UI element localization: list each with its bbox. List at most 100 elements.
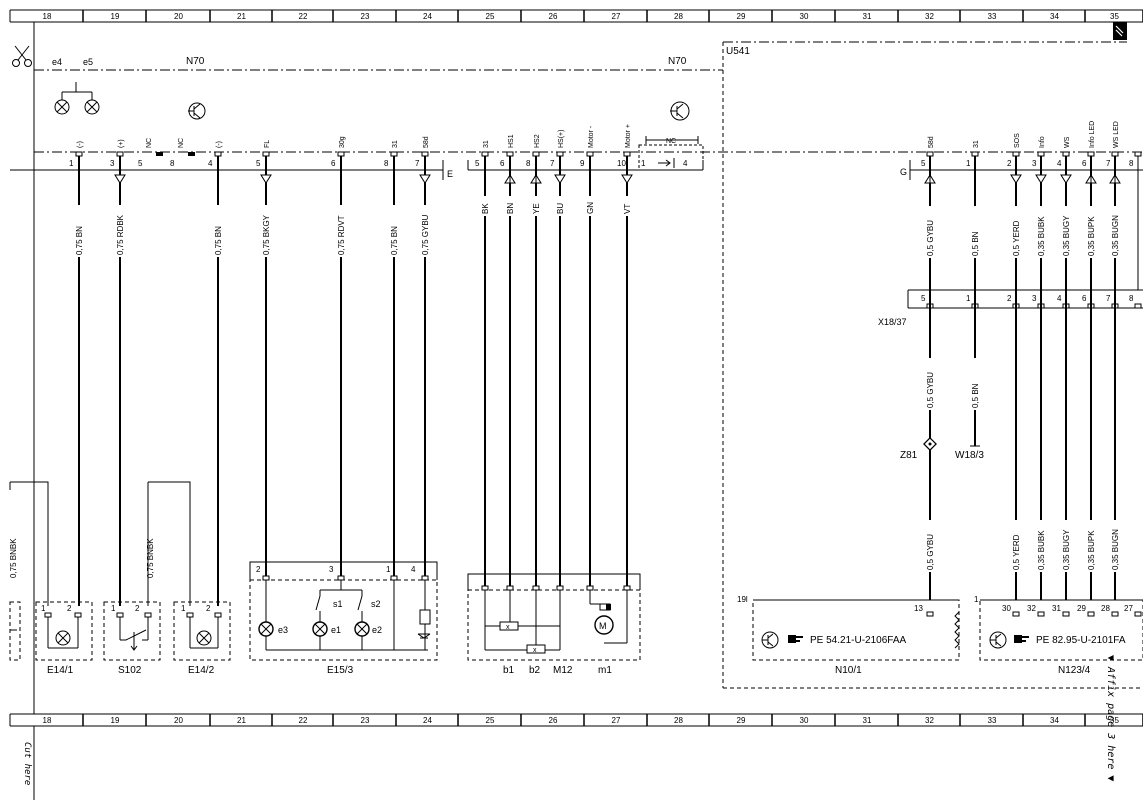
wire-label-background: [1035, 520, 1047, 572]
lamp-e3-label: e3: [278, 625, 288, 635]
component-e142-label: E14/2: [188, 665, 215, 676]
module-u541-label: U541: [726, 46, 750, 57]
wire-label: BK: [481, 203, 490, 214]
pin-terminal: [75, 151, 83, 157]
s102-pin-1: 1: [111, 604, 116, 613]
grid-column-number: 23: [361, 12, 370, 21]
x1837-pin-number: 2: [1007, 294, 1012, 303]
connector-e-signal: 30g: [339, 136, 346, 148]
wire-label-background: [1010, 520, 1022, 572]
grid-column-number: 30: [800, 716, 809, 725]
connector-f-pin-number: 8: [526, 159, 531, 168]
component-m12: x x M: [467, 573, 641, 661]
component-n101-label: N10/1: [835, 665, 862, 676]
grid-column-number: 23: [361, 716, 370, 725]
e153-pin-1: 1: [386, 565, 391, 574]
resistor-x-mark: x: [533, 647, 537, 654]
component-n1234: [979, 599, 1143, 661]
n1234-pin-number: 29: [1077, 604, 1086, 613]
wire-label: 0,35 BUPK: [1087, 216, 1096, 256]
wire-label: 0,5 YERD: [1012, 534, 1021, 570]
wire-label: 0,5 YERD: [1012, 220, 1021, 256]
wire-label: 0,75 BN: [390, 226, 399, 255]
lamp-e4-label: e4: [52, 57, 62, 67]
wire-label-background: [1085, 520, 1097, 572]
wire-label-background: [479, 196, 491, 216]
component-e141: [35, 601, 93, 661]
grid-column-number: 33: [988, 716, 997, 725]
splice-z81: [923, 437, 937, 451]
pin-terminal: [1087, 611, 1095, 617]
wire-label-bnbk-1: 0,75 BNBK: [9, 538, 18, 578]
pin-terminal: [1111, 611, 1119, 617]
wire-label: BU: [556, 203, 565, 214]
connector-g-signal: 31: [973, 140, 980, 148]
n1234-reference: PE 82.95-U-2101FA: [1036, 635, 1126, 646]
connector-e-pin-number: 7: [415, 159, 420, 168]
wire-label: 0,35 BUPK: [1087, 530, 1096, 570]
wire-label-background: [924, 520, 936, 572]
connector-g-signal: Info LED: [1089, 121, 1096, 148]
grid-column-number: 32: [925, 716, 934, 725]
lamp-e1-label: e1: [331, 625, 341, 635]
connector-e-signal: 31: [392, 140, 399, 148]
wire-label-background: [1060, 206, 1072, 258]
connector-e-signal: (-): [216, 141, 223, 148]
e153-pin-3: 3: [329, 565, 334, 574]
grid-column-number: 28: [674, 716, 683, 725]
pin-terminal: [1134, 151, 1142, 157]
grid-column-number: 24: [423, 716, 432, 725]
connector-f-signal: HS1: [508, 134, 515, 148]
n1234-pin-number: 31: [1052, 604, 1061, 613]
wire-label: 0,35 BUGN: [1111, 529, 1120, 570]
wire-direction-arrow: [621, 174, 633, 184]
pin-terminal: [586, 151, 594, 157]
wire-label-background: [419, 205, 431, 257]
x1837-pin-number: 7: [1106, 294, 1111, 303]
connector-e-signal: 58d: [423, 136, 430, 148]
wire-label: 0,35 BUGY: [1062, 529, 1071, 570]
connector-g-pin-number: 6: [1082, 159, 1087, 168]
wire-label: 0,5 GYBU: [926, 534, 935, 570]
connector-g-pin-number: 7: [1106, 159, 1111, 168]
grid-column-number: 34: [1050, 12, 1059, 21]
connector-f-pin-number: 10: [617, 159, 626, 168]
s102-pin-2: 2: [135, 604, 140, 613]
module-n70-label-right: N70: [668, 56, 687, 67]
wire-label: 0,35 BUGY: [1062, 215, 1071, 256]
wire-label: 0,5 GYBU: [926, 220, 935, 256]
connector-f-signal: HS(+): [558, 130, 565, 148]
connector-g-box: [909, 160, 1143, 180]
pin-terminal: [1134, 611, 1142, 617]
grid-column-number: 27: [612, 716, 621, 725]
component-e141-label: E14/1: [47, 665, 74, 676]
connector-g-signal: Info: [1039, 136, 1046, 148]
grid-column-number: 19: [111, 716, 120, 725]
connector-e-signal: (-): [77, 141, 84, 148]
n1234-pin-number: 27: [1124, 604, 1133, 613]
pin-terminal: [1134, 303, 1142, 309]
connector-e-label: E: [447, 169, 453, 179]
wire-label-bnbk-2: 0,75 BNBK: [146, 538, 155, 578]
connector-g-pin-number: 2: [1007, 159, 1012, 168]
grid-column-number: 18: [43, 12, 52, 21]
pin-terminal: [556, 585, 564, 591]
ground-w183-label: W18/3: [955, 450, 984, 461]
x1837-pin-number: 6: [1082, 294, 1087, 303]
switch-s2-label: s2: [371, 599, 381, 609]
wire-label: 0,75 RDVT: [337, 215, 346, 255]
pin-terminal: [390, 151, 398, 157]
pointing-hand-icon: [788, 635, 803, 643]
wire-label-background: [1035, 206, 1047, 258]
m12-m1-label: m1: [598, 665, 612, 676]
wire-label: 0,75 RDBK: [116, 214, 125, 255]
affix-page-note: ▼ Affix page 3 here ▼: [1105, 655, 1116, 781]
nc-pin-1: 1: [641, 159, 646, 168]
wire-label: 0,75 BN: [214, 226, 223, 255]
wire-label-background: [1109, 520, 1121, 572]
grid-column-number: 28: [674, 12, 683, 21]
pin-terminal: [586, 585, 594, 591]
wire-label: BN: [506, 203, 515, 214]
wire-label-background: [1010, 206, 1022, 258]
